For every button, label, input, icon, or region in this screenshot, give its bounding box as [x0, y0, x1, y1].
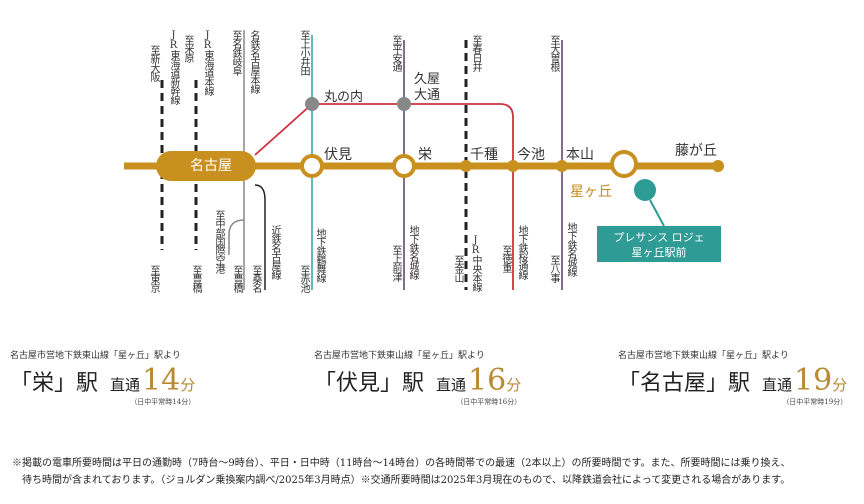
label-jr-shinkansen: JR東海道新幹線: [168, 30, 179, 104]
footnotes: ※掲載の電車所要時間は平日の通勤時（7時台～9時台）、平日・日中時（11時台～1…: [12, 455, 852, 489]
access-direct: 直通: [110, 376, 141, 394]
station-imaike: 今池: [517, 147, 545, 163]
label-to-ozone: 至大曽根: [548, 35, 559, 71]
label-tsurumai: 地下鉄鶴舞線: [314, 228, 325, 282]
access-note: （日中平常時16分）: [456, 398, 522, 406]
fushimi-marker: [300, 154, 324, 178]
access-caption: 名古屋市営地下鉄東山線「星ヶ丘」駅より: [314, 351, 485, 361]
hoshigaoka-marker: [610, 150, 638, 178]
label-to-shinosaka: 至新大阪: [148, 45, 159, 81]
access-caption: 名古屋市営地下鉄東山線「星ヶ丘」駅より: [618, 351, 789, 361]
label-to-akaike: 至赤池: [298, 265, 309, 292]
access-minutes: 14: [142, 363, 181, 398]
access-sakae: 名古屋市営地下鉄東山線「星ヶ丘」駅より 「栄」駅 直通 14 分 （日中平常時1…: [10, 348, 195, 407]
chikusa-marker: [460, 160, 472, 172]
access-station: 「伏見」駅: [314, 371, 425, 396]
footnote-line: ※掲載の電車所要時間は平日の通勤時（7時台～9時台）、平日・日中時（11時台～1…: [12, 458, 791, 469]
station-sakae: 栄: [418, 147, 432, 163]
label-to-kasugai: 至春日井: [470, 35, 481, 71]
label-meijo-motoyama: 地下鉄名城線: [565, 222, 576, 276]
label-meijo-sakae: 地下鉄名城線: [407, 225, 418, 279]
meitetsu-branch: [228, 219, 245, 255]
station-hoshigaoka: 星ヶ丘: [570, 184, 612, 200]
access-direct: 直通: [436, 376, 467, 394]
imaike-marker: [507, 160, 519, 172]
station-chikusa: 千種: [470, 147, 498, 163]
label-to-kamimaezu: 至上前津: [390, 245, 401, 281]
property-name: プレサンス ロジェ: [613, 231, 705, 244]
label-to-kuwana: 至桑名: [250, 265, 261, 292]
label-to-kamiotai: 至上小井田: [298, 30, 309, 75]
access-minutes: 16: [468, 363, 507, 398]
access-unit: 分: [180, 376, 196, 394]
station-nagoya: 名古屋: [190, 158, 232, 174]
access-direct: 直通: [762, 376, 793, 394]
nagoya-station-marker: [156, 151, 256, 181]
sakae-marker: [392, 154, 416, 178]
label-to-maibara: 至米原: [182, 35, 193, 62]
access-minutes: 19: [794, 363, 833, 398]
label-to-toyohashi-jr: 至豊橋: [190, 265, 201, 292]
route-map: 至新大阪 JR東海道新幹線 至米原 JR東海道本線 至名鉄岐阜 名鉄名古屋本線 …: [124, 30, 724, 292]
label-jr-chuo: JR中央本線: [470, 235, 481, 291]
sakuradori-line: [254, 103, 514, 290]
hisaya-marker: [397, 97, 411, 111]
label-to-meitetsu-gifu: 至名鉄岐阜: [230, 30, 241, 75]
property-marker: [634, 179, 656, 201]
label-to-tokushige: 至徳重: [500, 245, 511, 272]
access-note: （日中平常時19分）: [782, 398, 848, 406]
access-unit: 分: [832, 376, 848, 394]
label-to-toyohashi-meitetsu: 至豊橋: [231, 265, 242, 292]
access-nagoya: 名古屋市営地下鉄東山線「星ヶ丘」駅より 「名古屋」駅 直通 19 分 （日中平常…: [618, 348, 847, 407]
property-subname: 星ヶ丘駅前: [631, 246, 687, 259]
label-meitetsu-nagoya: 名鉄名古屋本線: [248, 30, 259, 93]
access-note: （日中平常時14分）: [130, 398, 196, 406]
kintetsu-line: [254, 184, 266, 290]
label-kintetsu-nagoya: 近鉄名古屋線: [269, 225, 280, 279]
station-hisaya-1: 久屋: [414, 72, 441, 87]
label-to-tokyo: 至東京: [148, 265, 159, 292]
access-caption: 名古屋市営地下鉄東山線「星ヶ丘」駅より: [10, 351, 181, 361]
station-motoyama: 本山: [566, 147, 594, 163]
station-hisaya-2: 大通: [414, 88, 441, 103]
access-unit: 分: [506, 376, 522, 394]
label-sakuradori: 地下鉄桜通線: [516, 225, 527, 279]
footnote-line: 待ち時間が含まれております。（ジョルダン乗換案内調べ/2025年3月時点）※交通…: [22, 475, 791, 486]
route-map-lines: [124, 30, 724, 290]
access-station: 「栄」駅: [10, 371, 99, 396]
property-label: プレサンス ロジェ 星ヶ丘駅前: [597, 226, 721, 262]
property-pointer: [649, 199, 665, 227]
label-jr-tokaido: JR東海道本線: [202, 30, 213, 95]
marunouchi-marker: [305, 97, 319, 111]
label-to-heiandori: 至平安通: [390, 35, 401, 71]
access-station: 「名古屋」駅: [618, 371, 751, 396]
station-fushimi: 伏見: [324, 147, 352, 163]
fujigaoka-marker: [712, 160, 724, 172]
label-to-yagoto: 至八事: [548, 255, 559, 282]
label-to-kanayama: 至金山: [452, 255, 463, 282]
label-to-centrair: 至中部国際空港: [213, 210, 224, 273]
access-fushimi: 名古屋市営地下鉄東山線「星ヶ丘」駅より 「伏見」駅 直通 16 分 （日中平常時…: [314, 348, 521, 407]
motoyama-marker: [556, 160, 568, 172]
station-fujigaoka: 藤が丘: [675, 143, 717, 159]
station-marunouchi: 丸の内: [324, 90, 364, 105]
